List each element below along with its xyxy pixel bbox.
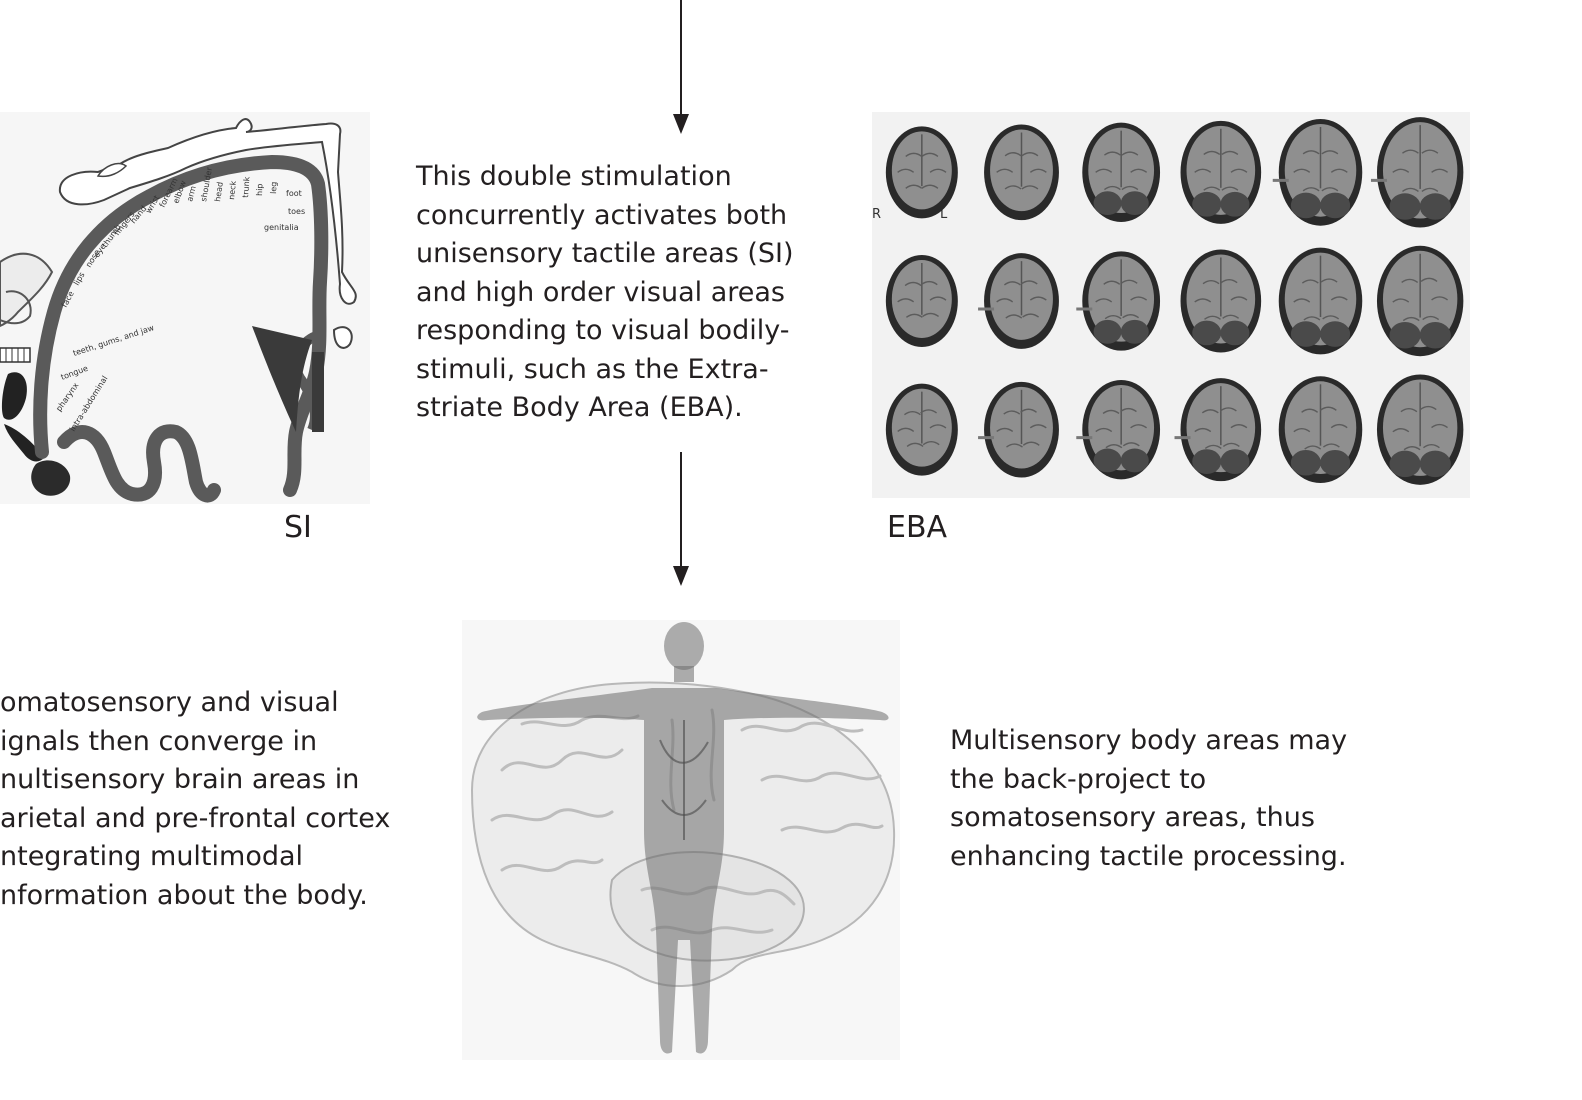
- eba-l-marker: L: [940, 207, 948, 222]
- text-line: Multisensory body areas may: [950, 725, 1348, 756]
- brain-body-overlay-illustration: [462, 620, 900, 1060]
- brain-scan-slice: [885, 383, 958, 476]
- text-line: enhancing tactile processing.: [950, 840, 1347, 872]
- eba-brain-scan-grid: R L: [872, 112, 1470, 498]
- text-line: stimuli, such as the Extra-: [416, 353, 769, 385]
- feedback-description: Multisensory body areas may the back-pro…: [950, 722, 1347, 876]
- homunculus-label: neck: [227, 180, 238, 200]
- text-line: somatosensory areas, thus: [950, 802, 1315, 833]
- brain-scan-slice: [1272, 118, 1363, 226]
- homunculus-label: hip: [255, 183, 264, 196]
- brain-scan-slice: [984, 124, 1059, 221]
- homunculus-label: trunk: [241, 176, 251, 198]
- text-line: and high order visual areas: [416, 276, 785, 308]
- text-line: arietal and pre-frontal cortex: [0, 802, 391, 834]
- text-line: striate Body Area (EBA).: [416, 392, 743, 423]
- eba-r-marker: R: [872, 207, 881, 222]
- brain-scan-slice: [1376, 245, 1464, 357]
- stimulation-description: This double stimulation concurrently act…: [416, 158, 794, 428]
- brain-scan-slice: [885, 255, 958, 347]
- arrow-top: [673, 0, 689, 134]
- text-line: responding to visual bodily-: [416, 315, 790, 346]
- text-line: omatosensory and visual: [0, 687, 339, 718]
- eba-label: EBA: [887, 510, 948, 545]
- text-line: This double stimulation: [416, 161, 732, 192]
- brain-scan-slice: [885, 126, 958, 219]
- brain-scan-slice: [1180, 249, 1262, 353]
- text-line: nultisensory brain areas in: [0, 764, 360, 795]
- text-line: ignals then converge in: [0, 725, 318, 757]
- somatosensory-homunculus-illustration: teeth, gums, and jaw tongue pharynx intr…: [0, 112, 370, 504]
- arrow-middle: [673, 452, 689, 586]
- brain-scan-slice: [1174, 378, 1262, 482]
- text-line: unisensory tactile areas (SI): [416, 238, 794, 269]
- brain-scan-slice: [1278, 247, 1363, 355]
- homunculus-label: toes: [288, 207, 305, 216]
- convergence-description: omatosensory and visual ignals then conv…: [0, 684, 390, 915]
- brain-scan-slice: [1376, 374, 1464, 485]
- brain-scan-slice: [1370, 117, 1464, 228]
- homunculus-label: foot: [286, 189, 302, 198]
- brain-scan-slice: [978, 253, 1059, 349]
- homunculus-label: arm: [185, 185, 198, 203]
- homunculus-label: leg: [269, 182, 278, 195]
- text-line: ntegrating multimodal: [0, 841, 304, 872]
- brain-scan-slice: [1076, 251, 1161, 351]
- homunculus-label: head: [213, 181, 225, 202]
- text-line: nformation about the body.: [0, 879, 368, 911]
- brain-scan-slice: [1076, 379, 1161, 480]
- brain-scan-slice: [978, 381, 1059, 478]
- brain-scan-slice: [1278, 376, 1363, 484]
- text-line: concurrently activates both: [416, 199, 788, 231]
- brain-scan-slice: [1180, 120, 1262, 224]
- brain-scan-slice: [1082, 122, 1161, 223]
- homunculus-label: genitalia: [264, 223, 299, 232]
- si-label: SI: [284, 510, 312, 545]
- text-line: the back-project to: [950, 763, 1207, 795]
